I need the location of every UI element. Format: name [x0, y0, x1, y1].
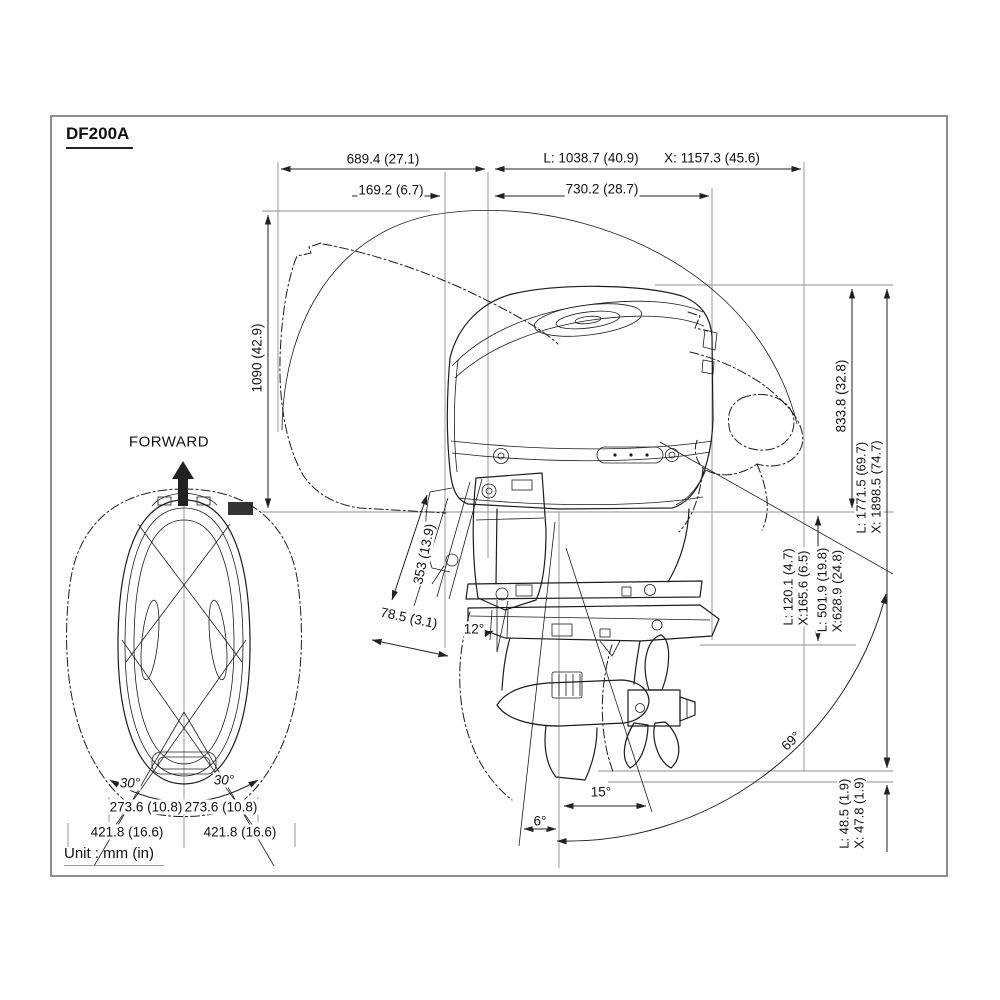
model-title: DF200A	[66, 124, 134, 149]
dim-tilt-height: 1090 (42.9)	[249, 322, 265, 394]
dim-half-width-outer-right: 421.8 (16.6)	[202, 824, 278, 840]
angle-steering-right: 30°	[212, 772, 236, 788]
dim-shaft-length-x: X:628.9 (24.8)	[829, 549, 844, 633]
dim-cowl-height: 833.8 (32.8)	[833, 358, 849, 434]
forward-arrow-icon	[178, 479, 188, 506]
dim-skeg-clearance-x: X: 47.8 (1.9)	[851, 777, 866, 849]
angle-bracket-tilt: 12°	[462, 621, 486, 637]
dim-overall-height: L: 1771.5 (69.7) X: 1898.5 (74.7)	[853, 439, 884, 535]
tilt-envelope	[279, 209, 804, 801]
angle-trim-range: 15°	[589, 784, 613, 800]
angle-reverse-tilt: 6°	[532, 813, 548, 829]
dim-overall-height-l: L: 1771.5 (69.7)	[853, 441, 869, 534]
dim-plate-drop: L: 120.1 (4.7) X:165.6 (6.5)	[780, 547, 811, 627]
dim-half-width-inner-right: 273.6 (10.8)	[183, 799, 259, 815]
dim-rear-span: 730.2 (28.7)	[564, 181, 640, 197]
diagram-frame	[50, 115, 948, 877]
dim-half-width-inner-left: 273.6 (10.8)	[108, 799, 184, 815]
dim-shaft-length: L: 501.9 (19.8) X:628.9 (24.8)	[814, 546, 845, 634]
dim-skeg-clearance: L: 48.5 (1.9) X: 47.8 (1.9)	[836, 776, 867, 850]
angle-steering-left: 30°	[118, 775, 142, 791]
dim-overall-length-l: L: 1038.7 (40.9)	[542, 150, 640, 166]
dim-overall-height-x: X: 1898.5 (74.7)	[868, 440, 883, 534]
dim-plate-drop-l: L: 120.1 (4.7)	[780, 548, 796, 626]
forward-label: FORWARD	[128, 433, 210, 451]
dim-shaft-length-l: L: 501.9 (19.8)	[814, 547, 830, 633]
dim-top-span-tilt: 689.4 (27.1)	[345, 151, 421, 167]
dim-skeg-clearance-l: L: 48.5 (1.9)	[836, 778, 852, 849]
dim-cowl-front-offset: 169.2 (6.7)	[357, 182, 425, 198]
dim-plate-drop-x: X:165.6 (6.5)	[795, 550, 810, 626]
dim-half-width-outer-left: 421.8 (16.6)	[89, 824, 165, 840]
dimension-lines	[93, 165, 894, 867]
side-view-drawing	[425, 285, 720, 781]
unit-note: Unit : mm (in)	[64, 845, 164, 866]
dim-overall-length-x: X: 1157.3 (45.6)	[663, 150, 761, 166]
